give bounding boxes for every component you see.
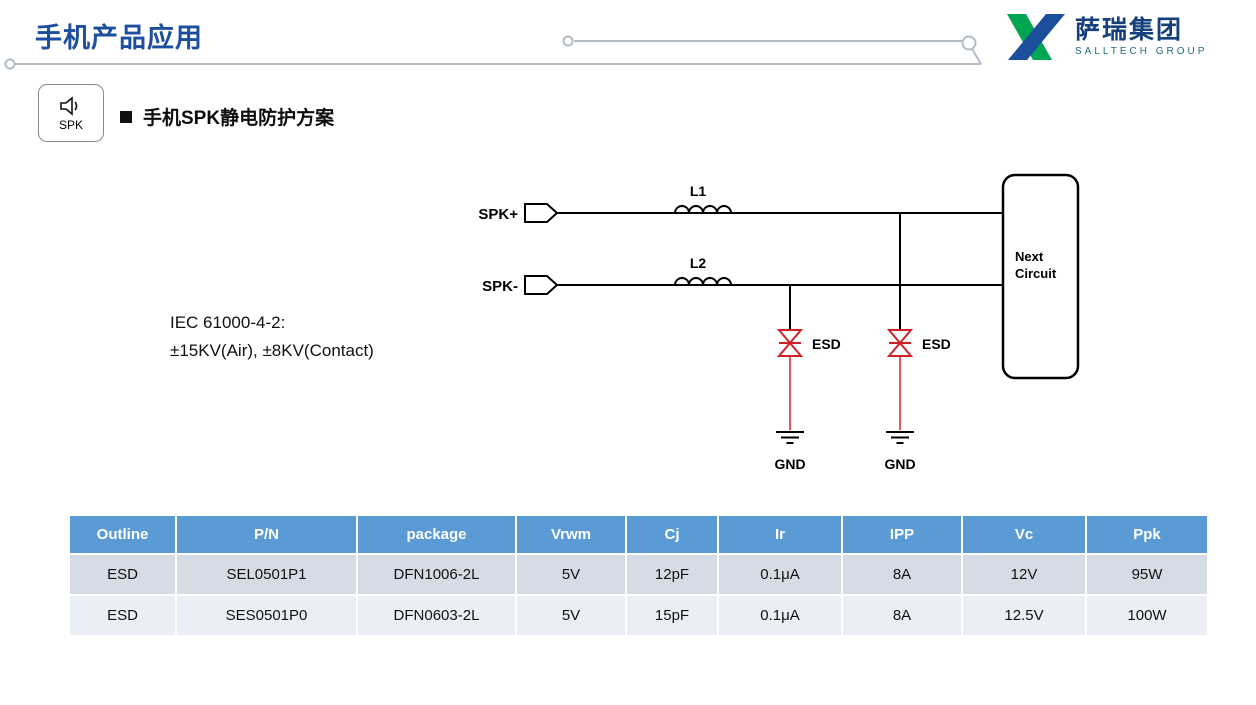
decor-dot — [562, 35, 574, 47]
cell-pn: SEL0501P1 — [175, 553, 358, 596]
header-decor-lines — [4, 35, 982, 70]
cell-vc: 12.5V — [961, 594, 1087, 637]
speaker-icon — [60, 95, 78, 116]
spk-plus-label: SPK+ — [478, 206, 518, 223]
col-header-pn: P/N — [175, 514, 358, 555]
spec-table: Outline P/N package Vrwm Cj Ir IPP Vc Pp… — [68, 514, 1209, 637]
iec-standard-note: IEC 61000-4-2: ±15KV(Air), ±8KV(Contact) — [170, 309, 374, 365]
cell-ir: 0.1μA — [717, 553, 843, 596]
inductor-l1 — [674, 205, 732, 214]
cell-cj: 15pF — [625, 594, 719, 637]
col-header-ipp: IPP — [841, 514, 963, 555]
section-heading: 手机SPK静电防护方案 — [120, 103, 334, 130]
table-row: ESD SES0501P0 DFN0603-2L 5V 15pF 0.1μA 8… — [68, 594, 1209, 637]
col-header-cj: Cj — [625, 514, 719, 555]
section-heading-text: 手机SPK静电防护方案 — [143, 108, 335, 129]
cell-ir: 0.1μA — [717, 594, 843, 637]
iec-line1: IEC 61000-4-2: — [170, 313, 286, 332]
cell-vc: 12V — [961, 553, 1087, 596]
cell-package: DFN0603-2L — [356, 594, 517, 637]
logo-mark-icon — [1007, 14, 1065, 60]
esd-protection-schematic: SPK+ SPK- L1 L2 ESD ESD GND GND Next Cir… — [478, 173, 1080, 472]
page-title: 手机产品应用 — [35, 23, 203, 53]
cell-vrwm: 5V — [515, 594, 627, 637]
spk-plus-connector — [524, 203, 559, 223]
spk-chip-badge: SPK — [38, 84, 104, 142]
company-logo: 萨瑞集团 SALLTECH GROUP — [1005, 12, 1207, 62]
decor-dot — [4, 58, 16, 70]
next-circuit-block — [1001, 173, 1080, 380]
iec-line2: ±15KV(Air), ±8KV(Contact) — [170, 341, 374, 360]
cell-vrwm: 5V — [515, 553, 627, 596]
l1-label: L1 — [690, 183, 707, 199]
inductor-l2 — [674, 277, 732, 286]
esd-diode-2 — [886, 329, 914, 357]
gnd2-label: GND — [884, 456, 915, 472]
logo-subtitle: SALLTECH GROUP — [1075, 46, 1208, 58]
square-bullet-icon — [120, 110, 132, 123]
ground-symbol-1 — [776, 431, 804, 444]
col-header-ir: Ir — [717, 514, 843, 555]
table-header-row: Outline P/N package Vrwm Cj Ir IPP Vc Pp… — [68, 514, 1209, 555]
cell-ppk: 95W — [1085, 553, 1209, 596]
l2-label: L2 — [690, 255, 707, 271]
gnd1-label: GND — [774, 456, 805, 472]
esd1-label: ESD — [812, 336, 841, 352]
cell-ppk: 100W — [1085, 594, 1209, 637]
decor-dot — [961, 35, 977, 51]
table-row: ESD SEL0501P1 DFN1006-2L 5V 12pF 0.1μA 8… — [68, 553, 1209, 596]
spk-chip-label: SPK — [58, 117, 83, 132]
spk-minus-connector — [524, 275, 559, 295]
col-header-outline: Outline — [68, 514, 177, 555]
next-circuit-label-1: Next — [1015, 249, 1044, 264]
cell-pn: SES0501P0 — [175, 594, 358, 637]
cell-outline: ESD — [68, 553, 177, 596]
spk-minus-label: SPK- — [482, 278, 518, 295]
cell-ipp: 8A — [841, 594, 963, 637]
cell-ipp: 8A — [841, 553, 963, 596]
cell-package: DFN1006-2L — [356, 553, 517, 596]
esd2-label: ESD — [922, 336, 951, 352]
ground-symbol-2 — [886, 431, 914, 444]
col-header-vrwm: Vrwm — [515, 514, 627, 555]
col-header-package: package — [356, 514, 517, 555]
decor-line — [971, 48, 982, 65]
col-header-vc: Vc — [961, 514, 1087, 555]
esd-diode-1 — [776, 329, 804, 357]
col-header-ppk: Ppk — [1085, 514, 1209, 555]
cell-cj: 12pF — [625, 553, 719, 596]
next-circuit-label-2: Circuit — [1015, 266, 1057, 281]
logo-name: 萨瑞集团 — [1075, 15, 1184, 44]
cell-outline: ESD — [68, 594, 177, 637]
